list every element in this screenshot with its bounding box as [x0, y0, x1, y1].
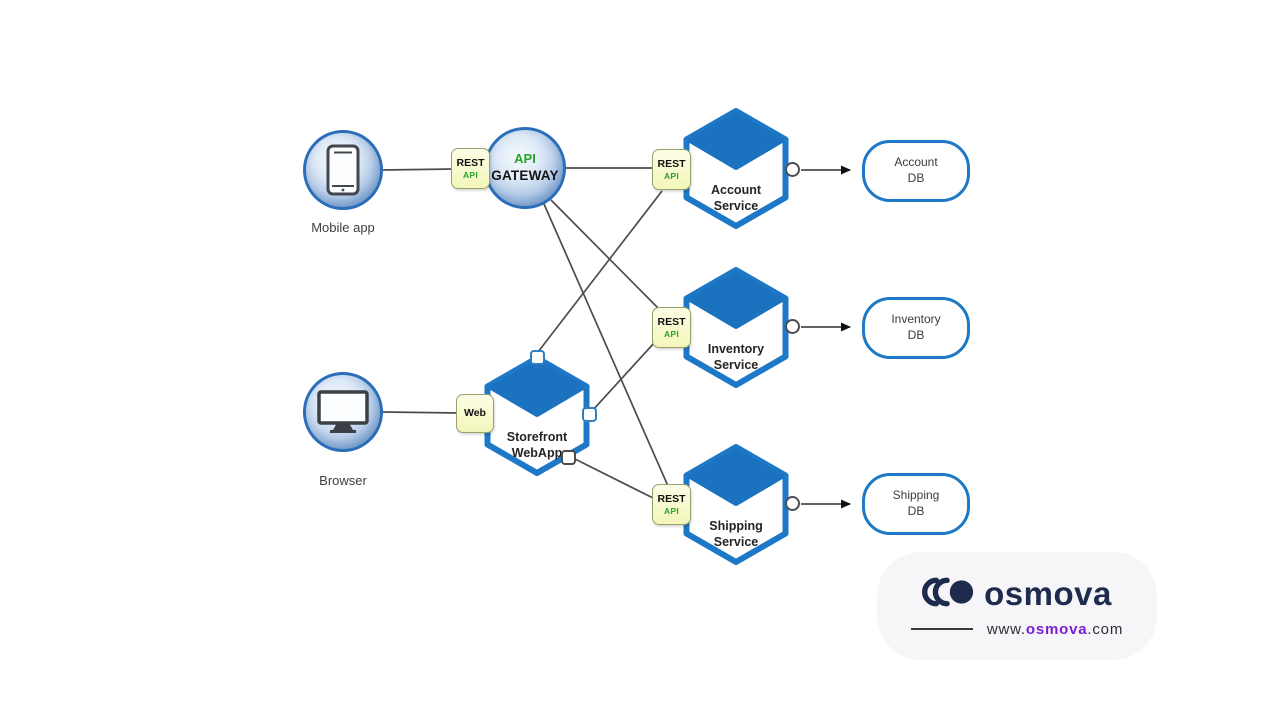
web-badge-label: Web: [464, 407, 486, 420]
inventory-rest-badge-line1: REST: [657, 316, 686, 329]
inventory-service-label-line2: Service: [713, 357, 759, 372]
shipping-service-hexagon: [683, 444, 789, 565]
edge-browser-web-badge: [382, 411, 460, 414]
inventory-service-node: Inventory Service: [683, 266, 789, 389]
api-gateway-label-top: API: [514, 151, 536, 167]
storefront-webapp-top-port: [530, 350, 545, 365]
brand-name: osmova: [984, 575, 1112, 612]
storefront-webapp-label-line1: Storefront: [506, 430, 568, 444]
brand-divider-line: [910, 628, 973, 630]
gateway-rest-badge-line1: REST: [456, 157, 485, 170]
web-badge: Web: [456, 394, 494, 433]
inventory-db-label-line2: DB: [907, 328, 925, 342]
account-db-node: Account DB: [862, 140, 970, 202]
storefront-webapp-bottom-port: [561, 450, 576, 465]
shipping-db-label-line1: Shipping: [892, 488, 940, 503]
storefront-webapp-label-line2: WebApp: [511, 445, 563, 460]
account-rest-badge-line2: API: [663, 170, 680, 181]
edge-gateway-inventory-badge: [550, 199, 661, 311]
edge-mobile-gateway-badge: [382, 168, 455, 171]
shipping-db-node: Shipping DB: [862, 473, 970, 535]
inventory-service-label-line1: Inventory: [707, 342, 765, 356]
storefront-webapp-right-port: [582, 407, 597, 422]
api-gateway-label-bottom: GATEWAY: [491, 167, 559, 183]
inventory-db-node: Inventory DB: [862, 297, 970, 359]
browser-node: [303, 372, 383, 452]
inventory-rest-api-badge: REST API: [652, 307, 691, 348]
brand-url-tld: .com: [1087, 620, 1124, 638]
account-db-label-line1: Account: [894, 155, 938, 170]
account-service-hexagon: [683, 108, 789, 229]
shipping-service-label-line1: Shipping: [709, 519, 763, 533]
gateway-rest-api-badge: REST API: [451, 148, 490, 189]
shipping-db-label-line2: DB: [907, 504, 925, 518]
edge-webapp-shipping-badge: [574, 458, 654, 499]
account-rest-badge-line1: REST: [657, 158, 686, 171]
shipping-service-port: [785, 496, 800, 511]
account-service-node: Account Service: [683, 107, 789, 230]
inventory-service-port: [785, 319, 800, 334]
shipping-rest-badge-line2: API: [663, 505, 680, 516]
osmova-logo-icon: [922, 575, 974, 614]
shipping-service-label-line2: Service: [713, 534, 759, 549]
api-gateway-node: API GATEWAY: [484, 127, 566, 209]
account-service-port: [785, 162, 800, 177]
account-service-label-line1: Account: [711, 183, 761, 197]
inventory-service-hexagon: [683, 267, 789, 388]
browser-label: Browser: [319, 473, 367, 488]
brand-url: www.osmova.com: [987, 621, 1123, 638]
api-gateway-label: API GATEWAY: [491, 151, 558, 184]
gateway-rest-badge-line2: API: [462, 169, 479, 180]
edge-gateway-shipping-badge: [543, 203, 669, 487]
edge-webapp-account-badge: [537, 190, 663, 353]
monitor-icon: [317, 390, 369, 434]
shipping-rest-badge-line1: REST: [657, 493, 686, 506]
mobile-app-node: [303, 130, 383, 210]
shipping-service-label: Shipping Service: [683, 519, 789, 550]
brand-url-row: www.osmova.com: [910, 621, 1123, 638]
brand-logo-row: osmova: [922, 575, 1112, 614]
osmova-brand-card: osmova www.osmova.com: [877, 552, 1157, 660]
inventory-service-label: Inventory Service: [683, 342, 789, 373]
storefront-webapp-node: Storefront WebApp: [484, 354, 590, 477]
smartphone-icon: [326, 144, 360, 196]
account-rest-api-badge: REST API: [652, 149, 691, 190]
shipping-rest-api-badge: REST API: [652, 484, 691, 525]
brand-url-brand: osmova: [1025, 620, 1088, 638]
account-service-label: Account Service: [683, 183, 789, 214]
edge-webapp-inventory-badge: [591, 341, 656, 412]
account-service-label-line2: Service: [713, 198, 759, 213]
storefront-webapp-label: Storefront WebApp: [484, 430, 590, 461]
account-db-label-line2: DB: [907, 171, 925, 185]
shipping-service-node: Shipping Service: [683, 443, 789, 566]
inventory-db-label-line1: Inventory: [891, 312, 941, 327]
mobile-app-label: Mobile app: [311, 220, 375, 235]
brand-url-www: www.: [986, 620, 1026, 638]
storefront-webapp-hexagon: [484, 355, 590, 476]
inventory-rest-badge-line2: API: [663, 328, 680, 339]
